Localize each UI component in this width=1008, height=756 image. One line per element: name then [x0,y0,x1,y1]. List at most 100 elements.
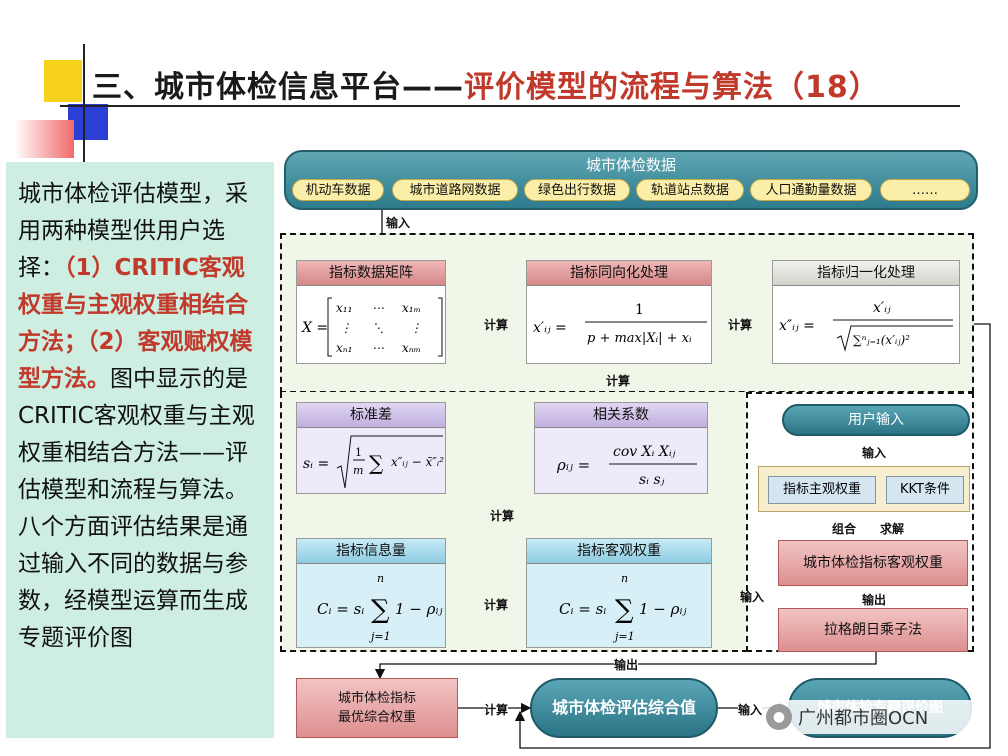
info-box: 指标信息量 Cᵢ = sᵢ n ∑ j=1 1 − ρᵢⱼ [296,538,446,648]
watermark-badge: ● 广州都市圈OCN [762,700,982,734]
svg-text:∑: ∑ [615,595,634,625]
data-item-more: …… [880,179,970,201]
page-title: 三、城市体检信息平台——评价模型的流程与算法（18） [92,62,880,106]
svg-text:cov Xᵢ Xᵢⱼ: cov Xᵢ Xᵢⱼ [613,444,676,460]
svg-text:x₁₁: x₁₁ [336,301,352,315]
data-item-commute: 人口通勤量数据 [750,179,872,201]
label-compute-3: 计算 [606,372,631,389]
same-direction-formula: x′ᵢⱼ = 1 p + max|Xᵢ| + xᵢ [533,302,707,346]
title-part-1: 三、城市体检信息平台—— [92,70,464,105]
label-compute-2: 计算 [728,316,753,333]
svg-text:∑: ∑ [369,451,384,475]
std-formula: sᵢ = 1 m ∑ x″ᵢⱼ − x̄″ᵢ² [303,435,444,489]
normalize-formula: x″ᵢⱼ = x′ᵢⱼ ∑ⁿⱼ₌₁(x′ᵢⱼ)² [779,300,953,352]
svg-text:p + max|Xᵢ| + xᵢ: p + max|Xᵢ| + xᵢ [587,331,692,346]
svg-text:Cᵢ = sᵢ: Cᵢ = sᵢ [559,600,606,618]
description-highlight: （1）CRITIC客观权重与主观权重相结合方法；（2）客观赋权模型方法。 [18,255,253,392]
correlation-box: 相关系数 ρᵢⱼ = cov Xᵢ Xᵢⱼ sᵢ sⱼ [534,402,708,494]
deco-vertical-line [83,44,85,162]
svg-text:1: 1 [635,302,644,318]
svg-text:Cᵢ = sᵢ: Cᵢ = sᵢ [317,600,364,618]
data-item-green-travel: 绿色出行数据 [524,179,630,201]
label-input-bottom: 输入 [738,701,763,718]
svg-text:1: 1 [355,446,362,459]
optimal-weight-line-1: 城市体检指标 [337,691,416,706]
deco-yellow-square [44,60,82,102]
data-source-title: 城市体检数据 [585,156,676,174]
svg-text:xₙ₁: xₙ₁ [336,341,352,355]
svg-text:x′ᵢⱼ: x′ᵢⱼ [873,300,891,316]
label-solve: 求解 [880,522,905,536]
svg-text:x₁ₘ: x₁ₘ [402,301,421,315]
svg-text:sᵢ =: sᵢ = [303,456,329,472]
label-output-1: 输出 [862,593,887,607]
label-compute-6: 计算 [484,701,509,718]
composite-value-capsule: 城市体检评估综合值 [530,678,718,738]
label-output-2: 输出 [614,656,639,673]
svg-text:x″ᵢⱼ =: x″ᵢⱼ = [779,318,815,334]
label-compute-5: 计算 [484,596,509,613]
watermark-text: 广州都市圈OCN [798,708,929,729]
title-part-2: 评价模型的流程与算法（18） [464,70,880,105]
data-item-vehicle: 机动车数据 [292,179,384,201]
label-input-side: 输入 [740,590,765,604]
svg-text:∑: ∑ [371,595,390,625]
objective-weight-box: 指标客观权重 Cᵢ = sᵢ n ∑ j=1 1 − ρᵢⱼ [526,538,712,648]
deco-blue-square [68,104,108,140]
svg-text:x′ᵢⱼ =: x′ᵢⱼ = [533,320,567,336]
label-combine: 组合 [832,522,857,536]
lagrange-box: 拉格朗日乘子法 [778,608,968,652]
svg-text:xₙₘ: xₙₘ [402,341,421,355]
std-box-title: 标准差 [297,403,445,428]
kkt-box: KKT条件 [886,476,964,504]
svg-text:⋱: ⋱ [372,321,384,335]
objective-weight-formula: Cᵢ = sᵢ n ∑ j=1 1 − ρᵢⱼ [559,572,686,643]
svg-text:⋮: ⋮ [410,321,422,335]
wechat-icon: ● [766,704,792,730]
subjective-weight-box: 指标主观权重 [768,476,876,504]
label-input-user: 输入 [862,446,887,460]
svg-text:n: n [377,572,384,585]
optimal-weight-box: 城市体检指标 最优综合权重 [296,678,458,738]
svg-text:⋯: ⋯ [372,341,384,355]
correlation-formula: ρᵢⱼ = cov Xᵢ Xᵢⱼ sᵢ sⱼ [556,444,697,488]
normalize-box: 指标归一化处理 x″ᵢⱼ = x′ᵢⱼ ∑ⁿⱼ₌₁(x′ᵢⱼ)² [772,260,960,364]
svg-text:⋮: ⋮ [340,321,352,335]
svg-text:1 − ρᵢⱼ: 1 − ρᵢⱼ [639,600,686,618]
label-compute-1: 计算 [484,316,509,333]
svg-text:⋯: ⋯ [372,301,384,315]
std-box: 标准差 sᵢ = 1 m ∑ x″ᵢⱼ − x̄″ᵢ² [296,402,446,494]
matrix-box: 指标数据矩阵 X = x₁₁ ⋯ x₁ₘ ⋮ ⋱ ⋮ xₙ₁ ⋯ xₙₘ [296,260,446,364]
svg-text:n: n [621,572,628,585]
same-direction-box: 指标同向化处理 x′ᵢⱼ = 1 p + max|Xᵢ| + xᵢ [526,260,712,364]
svg-text:sᵢ sⱼ: sᵢ sⱼ [639,472,665,488]
svg-text:ρᵢⱼ =: ρᵢⱼ = [556,456,590,474]
description-text-2: 图中显示的是CRITIC客观权重与主观权重相结合方法——评估模型和流程与算法。八… [18,366,255,651]
matrix-box-title: 指标数据矩阵 [297,261,445,286]
city-objective-weight-box: 城市体检指标客观权重 [778,540,968,586]
svg-text:∑ⁿⱼ₌₁(x′ᵢⱼ)²: ∑ⁿⱼ₌₁(x′ᵢⱼ)² [853,333,910,347]
correlation-box-title: 相关系数 [535,403,707,428]
user-input-capsule: 用户输入 [782,404,970,436]
svg-text:X =: X = [301,320,328,336]
matrix-formula: X = x₁₁ ⋯ x₁ₘ ⋮ ⋱ ⋮ xₙ₁ ⋯ xₙₘ [297,292,445,366]
svg-text:m: m [353,464,363,477]
deco-horizontal-line [60,105,960,107]
label-input-top: 输入 [386,216,411,230]
info-formula: Cᵢ = sᵢ n ∑ j=1 1 − ρᵢⱼ [317,572,442,643]
svg-text:x″ᵢⱼ − x̄″ᵢ²: x″ᵢⱼ − x̄″ᵢ² [391,455,444,469]
label-compute-4: 计算 [490,507,515,524]
data-item-rail-station: 轨道站点数据 [636,179,744,201]
data-item-road-network: 城市道路网数据 [392,179,518,201]
description-panel: 城市体检评估模型，采用两种模型供用户选择：（1）CRITIC客观权重与主观权重相… [6,162,274,738]
svg-text:j=1: j=1 [368,630,391,643]
same-direction-box-title: 指标同向化处理 [527,261,711,286]
normalize-box-title: 指标归一化处理 [773,261,959,286]
description-text-1: 城市体检评估模型，采用两种模型供用户选择： [18,181,248,281]
objective-weight-box-title: 指标客观权重 [527,539,711,564]
deco-red-square [14,120,74,158]
info-box-title: 指标信息量 [297,539,445,564]
svg-text:1 − ρᵢⱼ: 1 − ρᵢⱼ [395,600,442,618]
optimal-weight-line-2: 最优综合权重 [337,710,416,725]
svg-text:j=1: j=1 [612,630,635,643]
